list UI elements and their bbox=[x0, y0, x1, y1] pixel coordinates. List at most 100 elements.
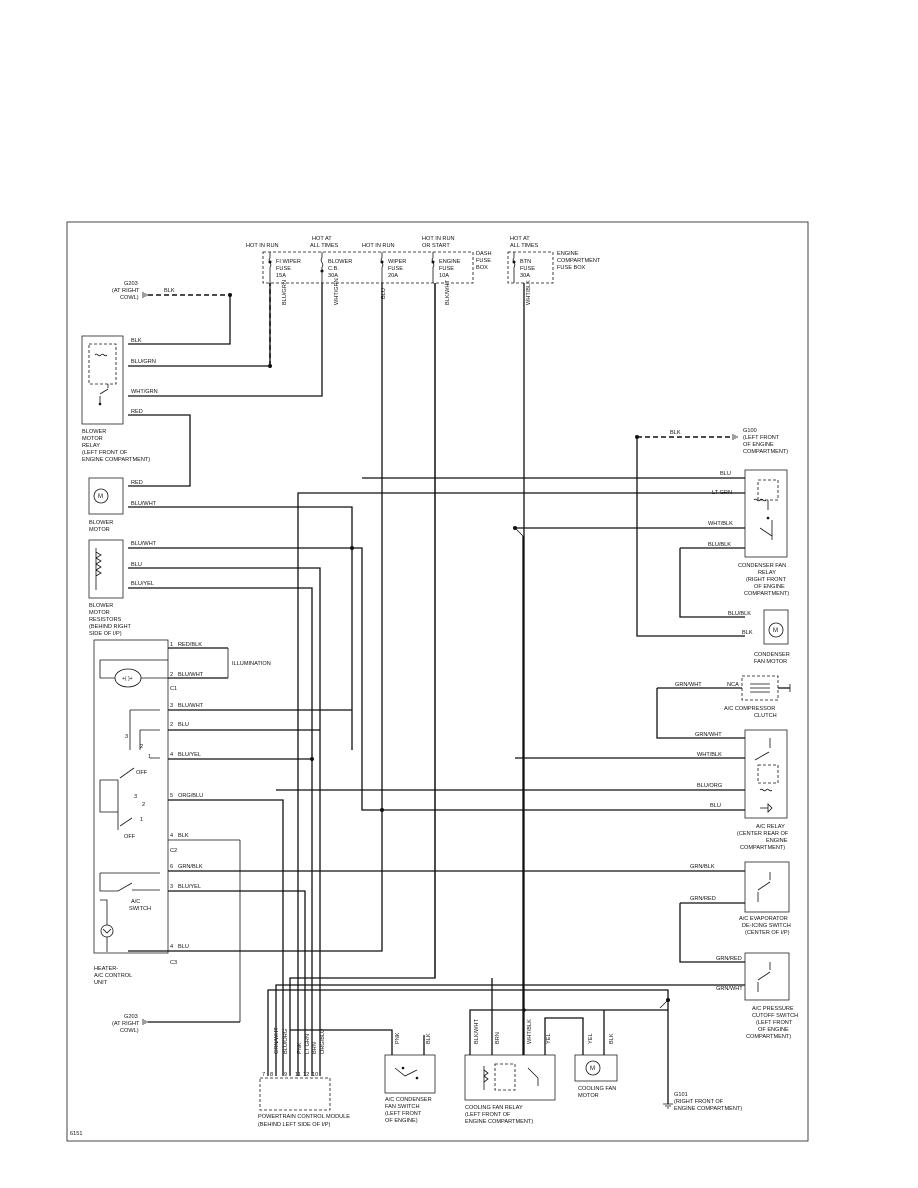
svg-text:FAN MOTOR: FAN MOTOR bbox=[754, 659, 787, 665]
svg-text:BLK: BLK bbox=[131, 338, 142, 344]
svg-text:A/C CONTROL: A/C CONTROL bbox=[94, 973, 132, 979]
svg-text:C.B.: C.B. bbox=[328, 266, 339, 272]
svg-text:CUTOFF SWITCH: CUTOFF SWITCH bbox=[752, 1013, 798, 1019]
svg-text:ILLUMINATION: ILLUMINATION bbox=[232, 661, 271, 667]
svg-text:A/C RELAY: A/C RELAY bbox=[756, 824, 785, 830]
svg-text:BLU/GRN: BLU/GRN bbox=[131, 359, 156, 365]
svg-text:FI WIPER: FI WIPER bbox=[276, 259, 301, 265]
svg-text:WHT/BLK: WHT/BLK bbox=[697, 752, 722, 758]
svg-text:BLU/BLK: BLU/BLK bbox=[728, 611, 751, 617]
svg-text:BLU/WHT: BLU/WHT bbox=[131, 501, 157, 507]
hot-label-3: ALL TIMES bbox=[310, 243, 339, 249]
svg-text:OF ENGINE: OF ENGINE bbox=[743, 442, 774, 448]
svg-text:8: 8 bbox=[270, 1072, 273, 1078]
svg-text:FUSE: FUSE bbox=[439, 266, 454, 272]
svg-text:BLU/ORG: BLU/ORG bbox=[697, 783, 722, 789]
svg-text:WHT/GRN: WHT/GRN bbox=[131, 389, 158, 395]
ground-g101: G101 (RIGHT FRONT OF ENGINE COMPARTMENT) bbox=[659, 998, 742, 1112]
svg-text:COMPARTMENT): COMPARTMENT) bbox=[740, 845, 785, 851]
svg-text:MOTOR: MOTOR bbox=[82, 436, 103, 442]
svg-text:ALL TIMES: ALL TIMES bbox=[510, 243, 539, 249]
svg-text:HEATER-: HEATER- bbox=[94, 966, 118, 972]
svg-text:FUSE: FUSE bbox=[388, 266, 403, 272]
svg-text:BLU/YEL: BLU/YEL bbox=[178, 752, 201, 758]
svg-text:OFF: OFF bbox=[124, 834, 136, 840]
hot-label-4: HOT IN RUN bbox=[362, 243, 395, 249]
svg-text:WIPER: WIPER bbox=[388, 259, 406, 265]
svg-text:30A: 30A bbox=[328, 273, 338, 279]
svg-text:ORG/BLU: ORG/BLU bbox=[320, 1029, 326, 1054]
svg-text:BLU/WHT: BLU/WHT bbox=[131, 541, 157, 547]
svg-text:BTN: BTN bbox=[520, 259, 531, 265]
svg-text:GRN/RED: GRN/RED bbox=[716, 956, 742, 962]
svg-text:BLK: BLK bbox=[178, 833, 189, 839]
svg-text:ENGINE: ENGINE bbox=[439, 259, 461, 265]
svg-text:BLU: BLU bbox=[178, 944, 189, 950]
svg-text:G100: G100 bbox=[743, 428, 757, 434]
svg-text:BLK: BLK bbox=[609, 1033, 615, 1044]
svg-text:CONDENSER: CONDENSER bbox=[754, 652, 790, 658]
svg-text:C2: C2 bbox=[170, 848, 177, 854]
svg-text:15A: 15A bbox=[276, 273, 286, 279]
svg-text:(AT RIGHT: (AT RIGHT bbox=[112, 288, 140, 294]
svg-text:2: 2 bbox=[140, 744, 143, 750]
svg-text:10: 10 bbox=[312, 1072, 318, 1078]
svg-text:BLK/WHT: BLK/WHT bbox=[474, 1019, 480, 1044]
svg-text:(LEFT FRONT OF: (LEFT FRONT OF bbox=[82, 450, 128, 456]
svg-text:BLU: BLU bbox=[178, 722, 189, 728]
svg-text:BLU/YEL: BLU/YEL bbox=[131, 581, 154, 587]
svg-text:YEL: YEL bbox=[546, 1033, 552, 1044]
svg-text:FUSE: FUSE bbox=[276, 266, 291, 272]
svg-text:COMPARTMENT): COMPARTMENT) bbox=[746, 1034, 791, 1040]
cooling-fan-motor: M COOLING FAN MOTOR YEL BLK bbox=[574, 1010, 618, 1099]
svg-text:OF ENGINE: OF ENGINE bbox=[754, 584, 785, 590]
svg-text:(LEFT FRONT: (LEFT FRONT bbox=[385, 1111, 422, 1117]
diagram-frame bbox=[66, 221, 809, 1142]
svg-text:CLUTCH: CLUTCH bbox=[754, 713, 777, 719]
svg-text:LT GRN: LT GRN bbox=[305, 1034, 311, 1054]
svg-text:BLK/WHT: BLK/WHT bbox=[445, 280, 451, 305]
svg-text:(CENTER REAR OF: (CENTER REAR OF bbox=[737, 831, 789, 837]
powertrain-control-module: POWERTRAIN CONTROL MODULE (BEHIND LEFT S… bbox=[258, 283, 745, 1128]
svg-text:OF ENGINE): OF ENGINE) bbox=[385, 1118, 418, 1124]
svg-text:WHT/GRN: WHT/GRN bbox=[334, 278, 340, 305]
svg-text:A/C PRESSURE: A/C PRESSURE bbox=[752, 1006, 794, 1012]
svg-text:3: 3 bbox=[134, 794, 137, 800]
svg-text:BLU/ORG: BLU/ORG bbox=[283, 1029, 289, 1054]
svg-text:BRN: BRN bbox=[495, 1032, 501, 1044]
svg-text:RED: RED bbox=[131, 409, 143, 415]
svg-text:10A: 10A bbox=[439, 273, 449, 279]
svg-text:GRN/WHT: GRN/WHT bbox=[675, 682, 702, 688]
dash-fuse-label-2: FUSE bbox=[476, 258, 491, 264]
svg-text:20A: 20A bbox=[388, 273, 398, 279]
svg-text:7: 7 bbox=[262, 1072, 265, 1078]
svg-text:11: 11 bbox=[295, 1072, 301, 1078]
svg-text:MOTOR: MOTOR bbox=[578, 1093, 599, 1099]
ac-pressure-cutoff-switch: GRN/RED GRN/WHT A/C PRESSURE CUTOFF SWIT… bbox=[716, 952, 798, 1040]
svg-text:GRN/WHT: GRN/WHT bbox=[274, 1027, 280, 1054]
svg-text:WHT/BLK: WHT/BLK bbox=[527, 1019, 533, 1044]
svg-text:BLU/WHT: BLU/WHT bbox=[178, 672, 204, 678]
svg-text:2: 2 bbox=[170, 722, 173, 728]
svg-text:(LEFT FRONT: (LEFT FRONT bbox=[743, 435, 780, 441]
svg-text:ENGINE: ENGINE bbox=[557, 251, 579, 257]
svg-text:(RIGHT FRONT: (RIGHT FRONT bbox=[746, 577, 787, 583]
dash-fuse-label-1: DASH bbox=[476, 251, 492, 257]
svg-text:YEL: YEL bbox=[588, 1033, 594, 1044]
svg-text:BLOWER: BLOWER bbox=[328, 259, 352, 265]
svg-text:(BEHIND RIGHT: (BEHIND RIGHT bbox=[89, 624, 132, 630]
svg-text:OF ENGINE: OF ENGINE bbox=[758, 1027, 789, 1033]
svg-text:BLU/GRN: BLU/GRN bbox=[282, 280, 288, 305]
heater-ac-control-unit: HEATER- A/C CONTROL UNIT +( )+ 1 RED/BLK… bbox=[93, 283, 745, 1076]
svg-text:GRN/WHT: GRN/WHT bbox=[716, 986, 743, 992]
blower-motor-resistors: BLOWER MOTOR RESISTORS (BEHIND RIGHT SID… bbox=[88, 539, 745, 1076]
svg-text:4: 4 bbox=[170, 752, 173, 758]
svg-text:(AT RIGHT: (AT RIGHT bbox=[112, 1021, 140, 1027]
svg-text:(BEHIND LEFT SIDE OF I/P): (BEHIND LEFT SIDE OF I/P) bbox=[258, 1122, 330, 1128]
condenser-fan-relay: CONDENSER FAN RELAY (RIGHT FRONT OF ENGI… bbox=[362, 469, 789, 1055]
svg-text:(LEFT FRONT: (LEFT FRONT bbox=[756, 1020, 793, 1026]
ac-compressor-clutch: NCA GRN/WHT A/C COMPRESSOR CLUTCH bbox=[656, 675, 791, 739]
svg-text:WHT/BLK: WHT/BLK bbox=[526, 280, 532, 305]
ac-evaporator-deicing-switch: GRN/BLK GRN/RED A/C EVAPORATOR DE-ICING … bbox=[679, 861, 791, 963]
svg-text:1: 1 bbox=[170, 642, 173, 648]
